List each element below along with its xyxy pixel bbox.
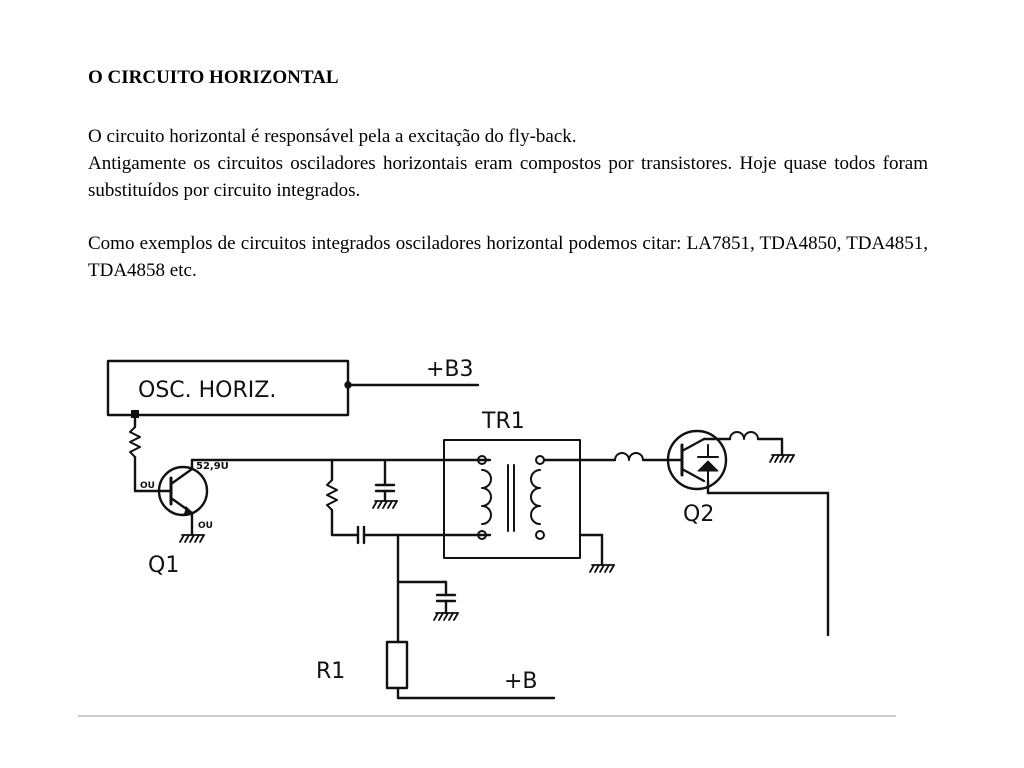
history-line: Antigamente os circuitos osciladores hor…: [88, 153, 928, 201]
tr1-secondary-winding: [530, 455, 545, 540]
tr1-label: TR1: [481, 409, 525, 434]
q1-label: Q1: [148, 553, 179, 578]
intro-paragraph: O circuito horizontal é responsável pela…: [88, 123, 928, 204]
q1-transistor: [157, 465, 209, 517]
horizontal-circuit-schematic: OSC. HORIZ. +B3 TR1 Q1 Q2 R1 +B 52,9U OU…: [78, 357, 896, 717]
tr1-primary-winding: [477, 455, 492, 540]
intro-line: O circuito horizontal é responsável pela…: [88, 126, 577, 147]
q1-collector-voltage: 52,9U: [196, 461, 229, 472]
examples-text: Como exemplos de circuitos integrados os…: [88, 233, 928, 281]
examples-paragraph: Como exemplos de circuitos integrados os…: [88, 230, 928, 284]
osc-horiz-label: OSC. HORIZ.: [138, 378, 276, 403]
q1-base-voltage: OU: [140, 481, 155, 491]
b3-label: +B3: [426, 357, 474, 382]
q2-transistor: [666, 429, 728, 491]
q2-label: Q2: [683, 502, 714, 527]
q1-emitter-voltage: OU: [198, 521, 213, 531]
r1-label: R1: [316, 659, 345, 684]
document-title: O CIRCUITO HORIZONTAL: [88, 67, 339, 88]
b-label: +B: [504, 669, 538, 694]
r1-resistor: [385, 640, 409, 690]
q1-ground-icon: [179, 534, 205, 543]
tr1-transformer-box: [443, 439, 581, 559]
